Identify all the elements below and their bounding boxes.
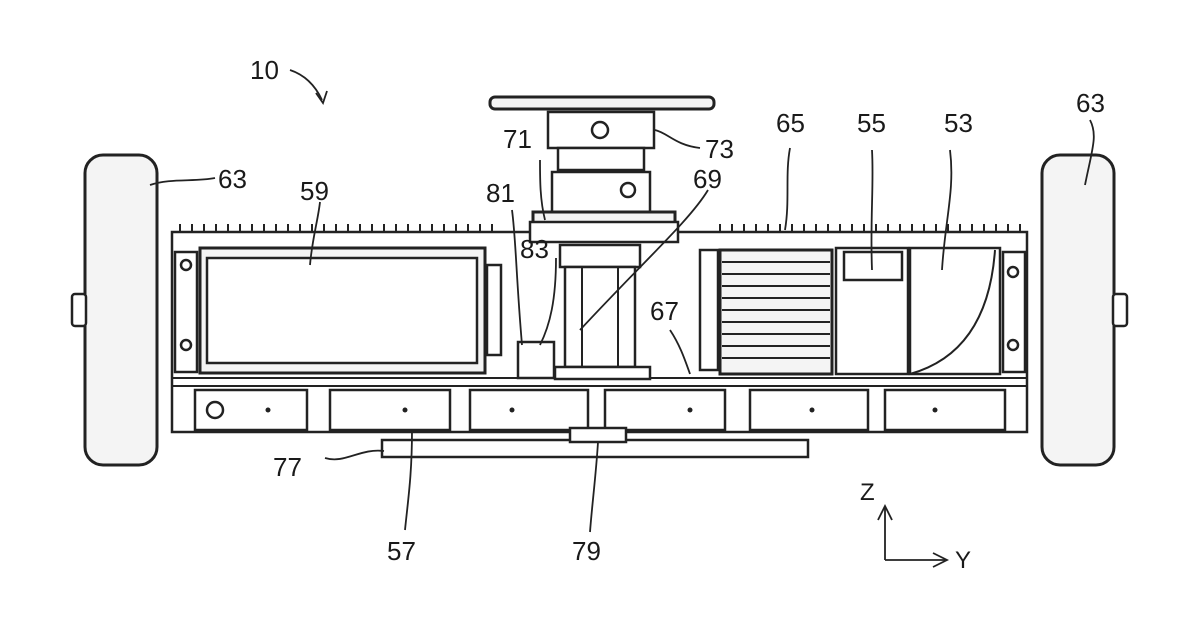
label-83: 83 (520, 234, 549, 264)
label-71: 71 (503, 124, 532, 154)
label-79: 79 (572, 536, 601, 566)
wheel-right (1042, 155, 1127, 465)
bracket-79 (570, 428, 626, 442)
label-57: 57 (387, 536, 416, 566)
label-65: 65 (776, 108, 805, 138)
label-73: 73 (705, 134, 734, 164)
label-77: 77 (273, 452, 302, 482)
wheel-left (72, 155, 157, 465)
axis-y-label: Y (955, 547, 971, 574)
axis-z-label: Z (860, 479, 875, 506)
label-55: 55 (857, 108, 886, 138)
label-63-right: 63 (1076, 88, 1105, 118)
sensor-81 (518, 342, 554, 378)
label-69: 69 (693, 164, 722, 194)
label-81: 81 (486, 178, 515, 208)
battery-59 (200, 248, 501, 373)
label-67: 67 (650, 296, 679, 326)
label-63-left: 63 (218, 164, 247, 194)
label-10: 10 (250, 55, 279, 85)
label-53: 53 (944, 108, 973, 138)
module-65 (700, 250, 832, 374)
label-59: 59 (300, 176, 329, 206)
module-53 (910, 248, 1000, 374)
coordinate-axes: Z Y (860, 479, 971, 574)
